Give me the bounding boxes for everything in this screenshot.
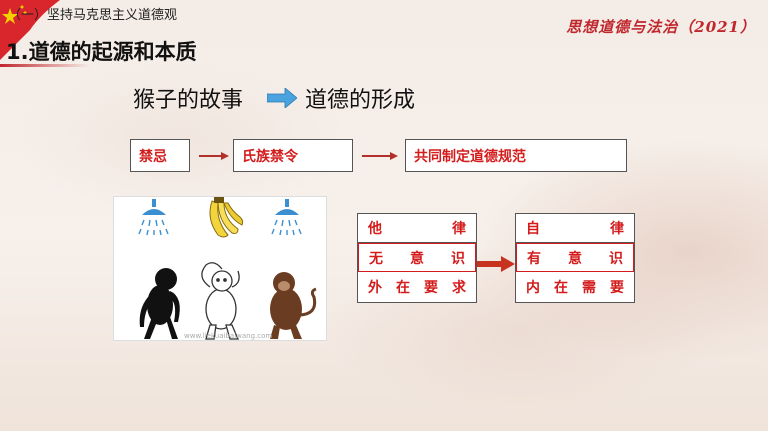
table-char: 律 (610, 221, 624, 237)
flow-step-clan-ban: 氏族禁令 (233, 139, 353, 172)
table-char: 识 (451, 250, 465, 267)
shower-icon (138, 199, 169, 236)
chapter-heading: （一）坚持马克思主义道德观 (8, 8, 178, 23)
formation-label: 道德的形成 (305, 88, 416, 113)
table-row: 他 律 (358, 214, 476, 243)
slide-title: 1.道德的起源和本质 (6, 40, 197, 64)
monkey-illustration (138, 197, 317, 340)
book-title: 思想道德与法治（2021） (566, 18, 756, 36)
table-char: 意 (410, 250, 424, 267)
table-row: 自 律 (516, 214, 634, 243)
table-row: 无 意 识 (358, 243, 476, 272)
flow-step-taboo: 禁忌 (130, 139, 190, 172)
table-char: 需 (582, 279, 596, 296)
banana-icon (209, 197, 244, 238)
right-table: 自 律 有 意 识 内 在 需 要 (515, 213, 635, 303)
table-char: 外 (368, 279, 382, 296)
image-watermark: www.liekuaibaiwang.com (184, 332, 273, 340)
table-char: 有 (527, 250, 541, 267)
table-row: 有 意 识 (516, 243, 634, 272)
story-label: 猴子的故事 (133, 88, 244, 113)
monkey-story-picture: www.liekuaibaiwang.com (113, 196, 327, 341)
shower-icon (271, 199, 302, 236)
flow-arrow-1 (199, 152, 229, 160)
flow-step-moral-norms: 共同制定道德规范 (405, 139, 627, 172)
table-char: 识 (609, 250, 623, 267)
table-char: 无 (369, 250, 383, 267)
table-row: 内 在 需 要 (516, 272, 634, 301)
table-char: 在 (396, 279, 410, 296)
table-arrow (477, 256, 515, 272)
brown-monkey (270, 272, 317, 339)
black-monkey (139, 268, 180, 339)
table-char: 要 (424, 279, 438, 296)
table-char: 律 (452, 221, 466, 237)
story-row: 猴子的故事 道德的形成 (133, 83, 415, 113)
white-monkey (201, 262, 240, 340)
left-table: 他 律 无 意 识 外 在 要 求 (357, 213, 477, 303)
red-flag-decoration (0, 0, 60, 60)
table-char: 求 (452, 279, 466, 296)
table-char: 在 (554, 279, 568, 296)
table-char: 自 (526, 221, 540, 237)
table-char: 他 (368, 221, 382, 237)
right-arrow-icon (267, 88, 298, 108)
table-row: 外 在 要 求 (358, 272, 476, 301)
title-underline (0, 64, 90, 67)
flow-arrow-2 (362, 152, 398, 160)
table-char: 要 (610, 279, 624, 296)
table-char: 内 (526, 279, 540, 296)
table-char: 意 (568, 250, 582, 267)
